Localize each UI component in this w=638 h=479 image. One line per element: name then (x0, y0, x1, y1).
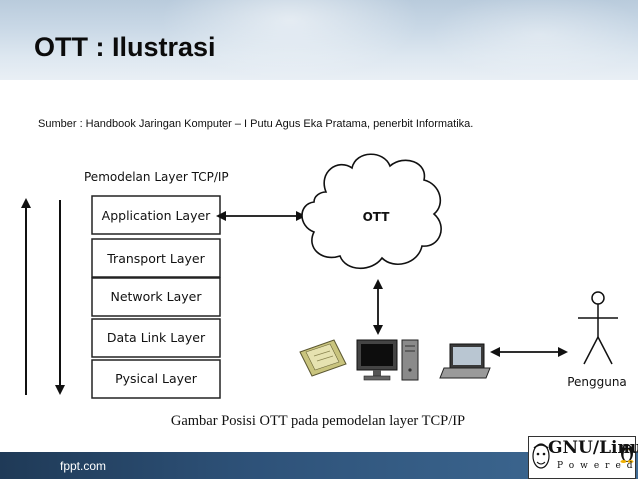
layer-network: Network Layer (91, 277, 221, 317)
desktop-computer-icon (356, 339, 419, 381)
powered-text: Powered (557, 461, 638, 471)
layer-network-label: Network Layer (110, 289, 202, 304)
laptop-icon (439, 343, 491, 379)
ott-cloud (301, 153, 442, 270)
layer-datalink: Data Link Layer (91, 318, 221, 358)
user-label: Pengguna (567, 375, 627, 389)
gnu-linux-title: GNU/Linux (548, 438, 638, 458)
gnu-head-icon (532, 443, 550, 469)
header-glow (160, 0, 420, 80)
gnu-linux-badge (528, 436, 636, 479)
footer-site-text: fppt.com (60, 459, 107, 473)
user-icon (578, 291, 618, 365)
layer-physical-label: Pysical Layer (115, 371, 198, 386)
slide-title: OTT : Ilustrasi (34, 32, 216, 62)
ott-label: OTT (363, 210, 391, 224)
header-background (0, 0, 638, 80)
layer-application: Application Layer (91, 195, 221, 235)
layer-transport-label: Transport Layer (106, 251, 205, 266)
layer-transport: Transport Layer (91, 238, 221, 278)
source-citation: Sumber : Handbook Jaringan Komputer – I … (38, 118, 474, 130)
layer-datalink-label: Data Link Layer (107, 330, 206, 345)
model-title: Pemodelan Layer TCP/IP (84, 170, 229, 184)
tux-penguin-icon (620, 444, 634, 463)
tcpip-ott-diagram: Pemodelan Layer TCP/IP Application Layer… (21, 153, 627, 429)
layer-physical: Pysical Layer (91, 359, 221, 399)
diagram-caption: Gambar Posisi OTT pada pemodelan layer T… (171, 413, 465, 429)
layer-application-label: Application Layer (102, 208, 212, 223)
tablet-icon (299, 339, 347, 377)
header-glow-secondary (430, 0, 638, 80)
